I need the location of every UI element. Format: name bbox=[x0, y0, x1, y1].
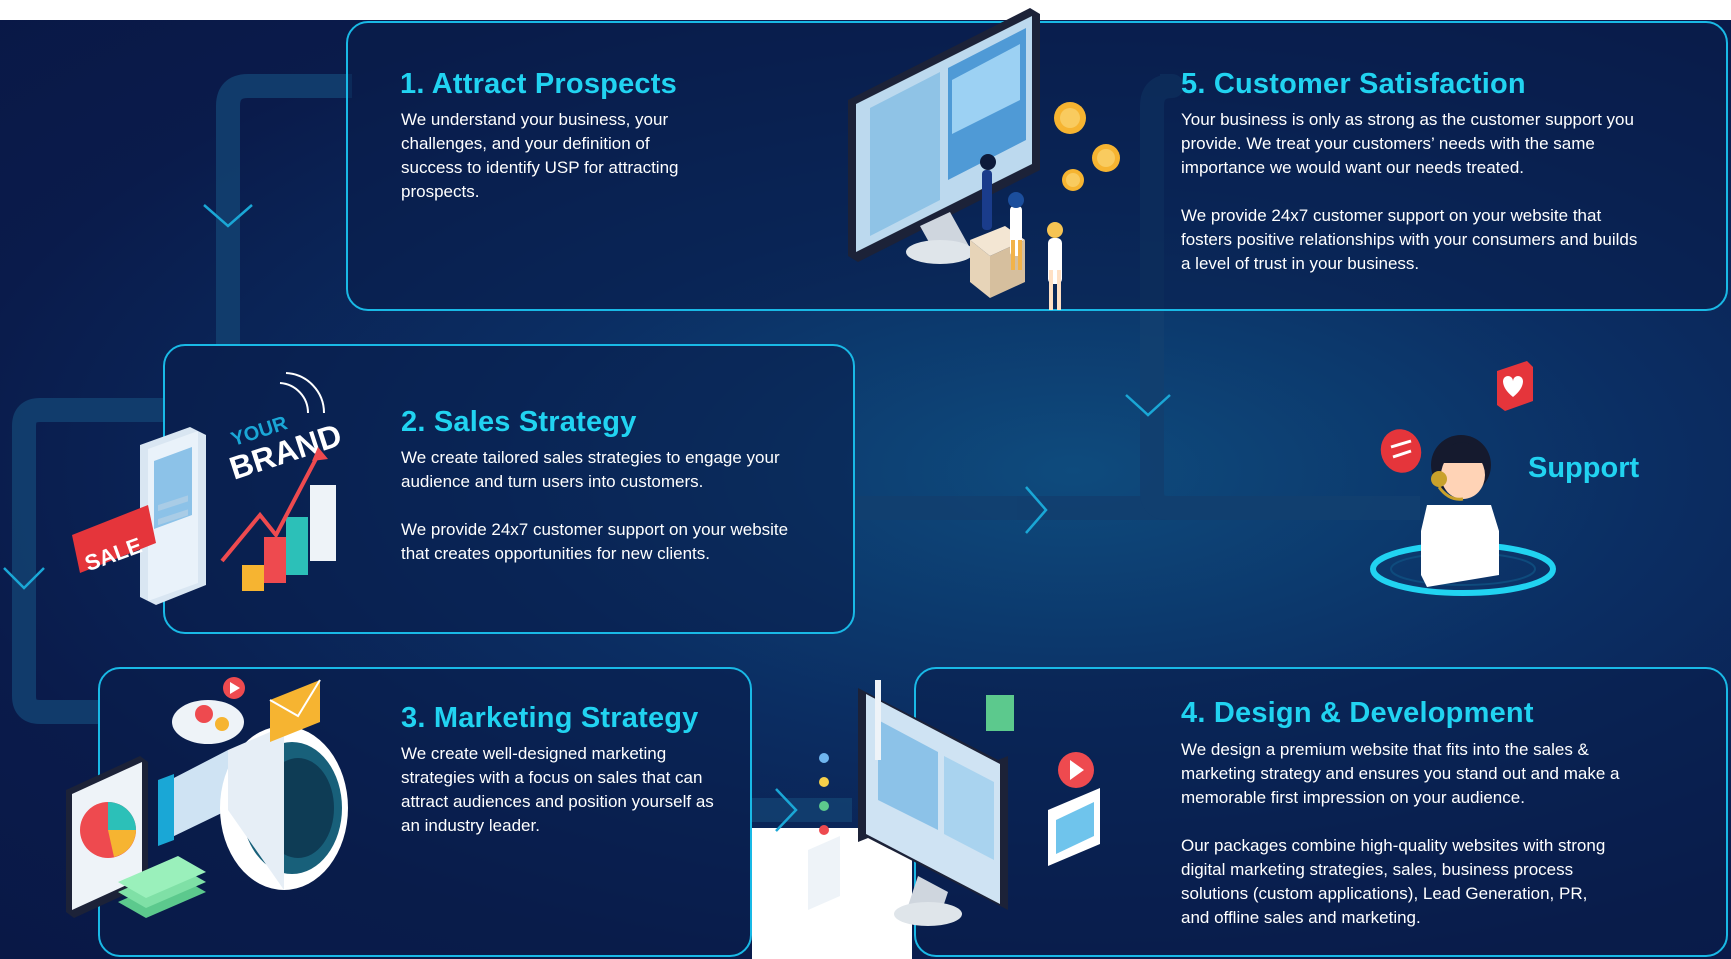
step-title: 5. Customer Satisfaction bbox=[1181, 68, 1526, 100]
chevron-right-icon bbox=[1025, 486, 1048, 534]
headset-agent-icon bbox=[1370, 361, 1556, 596]
money-stack-icon bbox=[118, 856, 206, 918]
cloud-gear-icon bbox=[172, 677, 245, 744]
chevron-right-icon bbox=[775, 788, 798, 832]
chevron-down-icon bbox=[1125, 394, 1171, 417]
step-description: We create well-designed marketing strate… bbox=[401, 744, 714, 835]
desktop-monitor-icon bbox=[848, 8, 1120, 310]
step-title: 2. Sales Strategy bbox=[401, 406, 637, 438]
coin-icon bbox=[1054, 102, 1120, 191]
chat-bubble-icon bbox=[1380, 429, 1422, 473]
pie-chart-board-icon bbox=[66, 756, 148, 918]
chevron-down-icon bbox=[203, 204, 253, 228]
step-description: We create tailored sales strategies to e… bbox=[401, 448, 780, 491]
envelope-icon bbox=[269, 679, 321, 742]
step-description: We provide 24x7 customer support on your… bbox=[1181, 206, 1638, 273]
design-monitor-illustration bbox=[808, 680, 1100, 926]
heart-badge-icon bbox=[1497, 361, 1533, 411]
support-label: Support bbox=[1528, 452, 1640, 484]
marketing-illustration bbox=[66, 677, 348, 918]
step-title: 1. Attract Prospects bbox=[400, 68, 677, 100]
step-description: We provide 24x7 customer support on your… bbox=[401, 520, 789, 563]
step-description: We design a premium website that fits in… bbox=[1181, 740, 1620, 807]
chevron-down-icon bbox=[3, 567, 45, 590]
step-description: Your business is only as strong as the c… bbox=[1181, 110, 1634, 177]
bar-chart-icon bbox=[220, 447, 336, 591]
step-description: Our packages combine high-quality websit… bbox=[1181, 836, 1606, 927]
megaphone-icon bbox=[158, 726, 348, 890]
sales-illustration: SALE YOUR BRAND bbox=[72, 372, 346, 605]
brand-text: YOUR BRAND bbox=[225, 412, 346, 486]
smartphone-icon bbox=[140, 427, 206, 605]
step-title: 4. Design & Development bbox=[1181, 697, 1534, 729]
step-description: We understand your business, your challe… bbox=[401, 110, 679, 201]
step-title: 3. Marketing Strategy bbox=[401, 702, 699, 734]
